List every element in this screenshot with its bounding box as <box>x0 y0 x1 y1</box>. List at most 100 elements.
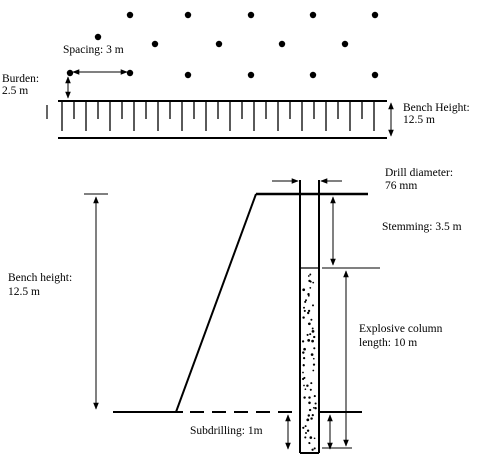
drill-hole-ticks <box>61 101 375 131</box>
explosive-particle <box>308 442 311 445</box>
blast-hole <box>371 11 379 19</box>
explosive-particle <box>302 356 306 360</box>
bench-face <box>175 193 257 413</box>
explosive-particle <box>302 316 305 319</box>
explosive-particle <box>311 339 314 343</box>
explosive-particle <box>309 286 312 289</box>
blast-hole <box>371 71 379 79</box>
explosive-particle <box>304 436 307 439</box>
bench-height-dimension: Bench Height: 12.5 m <box>388 102 470 137</box>
bench-height-section-label-line1: Bench height: <box>8 272 72 284</box>
explosive-particle <box>310 417 313 420</box>
burden-label-line2: 2.5 m <box>2 85 28 97</box>
explosive-particle <box>312 406 315 409</box>
drill-diameter-label-line1: Drill diameter: <box>385 167 453 179</box>
blast-hole <box>94 33 102 41</box>
explosive-particle <box>309 273 312 276</box>
stemming-dimension: Stemming: 3.5 m <box>330 196 462 266</box>
section-view: Drill diameter: 76 mm Stemming: 3.5 m Ex… <box>8 167 462 454</box>
explosive-particle <box>313 437 316 440</box>
explosive-particle <box>303 306 305 309</box>
stemming-label: Stemming: 3.5 m <box>382 221 462 233</box>
explosive-particle <box>303 347 306 351</box>
explosive-particle <box>303 396 306 399</box>
explosive-particle <box>302 426 305 429</box>
explosive-particle <box>306 418 310 422</box>
explosive-particle <box>308 408 312 412</box>
explosive-particle <box>310 382 313 385</box>
burden-label-line1: Burden: <box>2 73 39 85</box>
explosive-column-label-line2: length: 10 m <box>359 337 417 349</box>
blast-hole <box>309 11 317 19</box>
explosive-particle <box>313 347 316 350</box>
explosive-particle <box>308 396 311 399</box>
subdrilling-label: Subdrilling: 1m <box>190 425 263 437</box>
bench-height-section-label-line2: 12.5 m <box>8 286 40 298</box>
blast-hole-section <box>299 180 320 454</box>
explosive-particle <box>306 333 309 336</box>
drill-diameter-label-line2: 76 mm <box>385 180 417 192</box>
blast-hole <box>126 69 134 77</box>
explosive-particle <box>307 275 310 277</box>
blast-hole <box>247 71 255 79</box>
explosive-particle <box>313 447 316 450</box>
explosive-particle <box>302 351 305 354</box>
explosive-particle <box>304 388 307 391</box>
explosive-particle <box>312 369 315 372</box>
explosive-particle <box>313 335 316 339</box>
blast-hole <box>184 11 192 19</box>
spacing-dimension: Spacing: 3 m <box>63 44 128 75</box>
burden-dimension: Burden: 2.5 m <box>2 73 71 99</box>
explosive-particle <box>311 330 315 333</box>
drill-diameter-dimension: Drill diameter: 76 mm <box>272 167 453 192</box>
blast-hole <box>278 40 286 48</box>
explosive-particle <box>314 402 317 405</box>
blast-hole <box>184 71 192 79</box>
explosive-particle <box>305 299 307 302</box>
explosive-particle <box>306 384 309 387</box>
explosive-particle <box>304 425 307 428</box>
explosive-particle <box>302 371 304 374</box>
explosive-particle <box>307 309 311 313</box>
explosive-particle <box>304 300 307 303</box>
explosive-particle <box>311 327 314 330</box>
explosive-particle <box>308 279 311 283</box>
explosive-particle <box>302 288 306 292</box>
bench-height-label-line2: 12.5 m <box>403 114 435 126</box>
spacing-label: Spacing: 3 m <box>63 44 124 56</box>
explosive-particle <box>310 353 314 356</box>
explosive-particle <box>310 318 313 321</box>
bench-height-section-dimension: Bench height: 12.5 m <box>8 193 108 410</box>
explosive-particle <box>312 357 315 360</box>
blast-hole <box>126 11 134 19</box>
blast-hole <box>151 40 159 48</box>
blast-hole <box>341 40 349 48</box>
explosive-particle <box>302 377 305 381</box>
explosive-particle <box>305 432 307 434</box>
explosive-particle <box>302 364 305 367</box>
blast-hole <box>247 11 255 19</box>
explosive-column-dimension: Explosive column length: 10 m <box>322 267 443 449</box>
explosive-charge <box>301 273 317 451</box>
explosive-particle <box>309 436 313 439</box>
explosive-particle <box>309 333 312 336</box>
subdrilling-dimension: Subdrilling: 1m <box>190 414 333 450</box>
explosive-particle <box>307 339 311 342</box>
explosive-particle <box>312 363 316 366</box>
explosive-particle <box>314 407 317 410</box>
explosive-particle <box>309 388 312 391</box>
explosive-particle <box>313 395 316 398</box>
explosive-particle <box>307 322 310 325</box>
bench-height-label-line1: Bench Height: <box>403 102 470 114</box>
explosive-particle <box>307 311 310 315</box>
explosive-particle <box>306 429 310 432</box>
explosive-particle <box>303 384 305 387</box>
explosive-particle <box>307 414 311 417</box>
explosive-particle <box>301 340 305 343</box>
explosive-particle <box>312 281 315 284</box>
explosive-particle <box>311 304 315 307</box>
explosive-particle <box>311 414 314 417</box>
explosive-column-label-line1: Explosive column <box>359 323 443 335</box>
blast-hole-pattern <box>66 11 379 79</box>
